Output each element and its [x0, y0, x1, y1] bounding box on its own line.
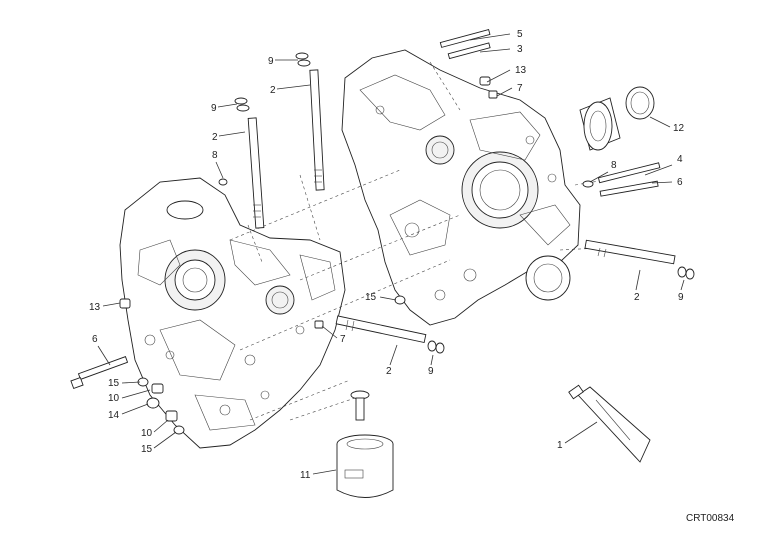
callout-leader-c1	[564, 421, 598, 444]
callout-leader-c14	[121, 403, 149, 415]
callout-label-c9b: 9	[211, 103, 217, 114]
callout-label-c8a: 8	[212, 150, 218, 161]
callout-leader-c11	[312, 469, 337, 475]
washers	[218, 52, 695, 354]
callout-leader-c10b	[153, 419, 169, 433]
stud-left	[247, 117, 265, 229]
oil-filter	[336, 390, 394, 498]
callout-leader-c9d	[430, 354, 434, 366]
callout-label-c4: 4	[677, 154, 683, 165]
dowels	[119, 76, 498, 329]
callout-label-c2b: 2	[212, 132, 218, 143]
callout-label-c6a: 6	[677, 177, 683, 188]
callout-label-c10a: 10	[108, 393, 120, 404]
stud-lower	[335, 315, 427, 344]
stud-right	[584, 239, 676, 265]
left-crankcase-half	[119, 177, 346, 449]
callout-leader-c13a	[486, 69, 511, 83]
callout-leader-c2a	[276, 84, 311, 90]
callout-label-c5: 5	[517, 29, 523, 40]
callout-label-c2c: 2	[634, 292, 640, 303]
callout-label-c13a: 13	[515, 65, 527, 76]
callout-label-c12: 12	[673, 123, 685, 134]
callout-leader-c10a	[121, 389, 151, 399]
bolts	[70, 29, 661, 390]
callout-leader-c5	[469, 33, 511, 41]
callout-leader-c12	[649, 116, 671, 128]
callout-label-c9d: 9	[428, 366, 434, 377]
callout-leader-c2c	[635, 269, 641, 291]
callout-label-c9c: 9	[678, 292, 684, 303]
callout-label-c15c: 15	[141, 444, 153, 455]
callout-leader-c7a	[496, 87, 513, 97]
callout-label-c15a: 15	[365, 292, 377, 303]
callout-label-c15b: 15	[108, 378, 120, 389]
callout-leader-c15c	[153, 431, 177, 449]
callout-leader-c3	[479, 48, 511, 53]
callout-label-c11: 11	[300, 470, 311, 481]
sealant-tube	[568, 384, 651, 463]
callout-leader-c9c	[680, 279, 685, 291]
right-crankcase-half	[341, 49, 581, 326]
callout-label-c8b: 8	[611, 160, 617, 171]
bearing	[579, 86, 655, 151]
callout-leader-c7b	[321, 325, 338, 339]
callout-leader-c8a	[215, 161, 224, 179]
callout-label-c7a: 7	[517, 83, 523, 94]
callout-label-c9a: 9	[268, 56, 274, 67]
callout-leader-c8b	[589, 171, 609, 183]
callout-leader-c6a	[651, 181, 673, 184]
callout-label-c13b: 13	[89, 302, 101, 313]
callout-label-c2d: 2	[386, 366, 392, 377]
diagram-code: CRT00834	[686, 513, 735, 524]
callout-label-c1: 1	[557, 440, 563, 451]
callout-label-c14: 14	[108, 410, 120, 421]
callout-leader-c4	[644, 164, 673, 176]
callout-label-c2a: 2	[270, 85, 276, 96]
callout-leader-c13b	[102, 302, 121, 307]
stud-upper	[309, 69, 325, 191]
callout-label-c6b: 6	[92, 334, 98, 345]
callout-leader-c2b	[218, 131, 246, 137]
callout-leader-c6b	[97, 345, 111, 366]
callout-label-c3: 3	[517, 44, 523, 55]
callout-leader-c15b	[121, 381, 141, 384]
callout-label-c7b: 7	[340, 334, 346, 345]
callout-leader-c9b	[217, 103, 238, 108]
callout-label-c10b: 10	[141, 428, 153, 439]
callout-leader-c2d	[389, 344, 398, 366]
callout-leader-c15a	[379, 296, 397, 301]
